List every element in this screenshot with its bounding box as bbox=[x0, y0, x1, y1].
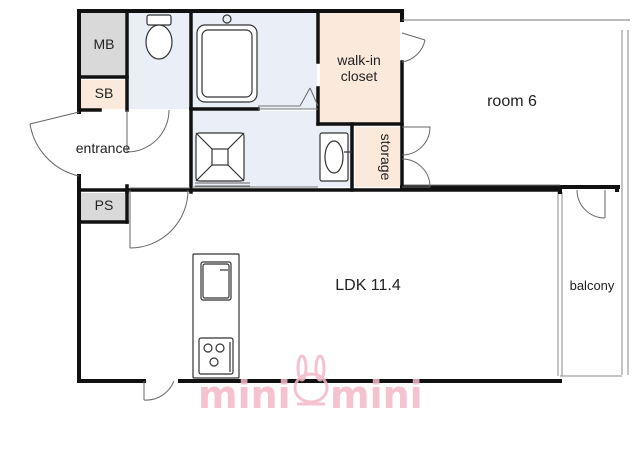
balcony-rails bbox=[557, 30, 629, 377]
storage-label: storage bbox=[378, 134, 394, 181]
watermark: mini mini bbox=[198, 354, 423, 417]
balcony-label: balcony bbox=[570, 278, 615, 293]
kitchen-counter-icon bbox=[192, 253, 240, 379]
sb-fill bbox=[81, 80, 125, 109]
washing-machine-pan-icon bbox=[195, 132, 245, 182]
mb-fill bbox=[81, 13, 125, 76]
wash-basin-icon bbox=[319, 132, 352, 182]
mb-label: MB bbox=[94, 36, 115, 52]
toilet-icon bbox=[145, 14, 173, 60]
sb-label: SB bbox=[95, 85, 114, 101]
walk-in-closet-label-line1: walk-in bbox=[336, 52, 381, 68]
ldk-label: LDK 11.4 bbox=[335, 277, 401, 294]
bathtub-icon bbox=[196, 14, 258, 103]
room-6-label: room 6 bbox=[487, 93, 537, 110]
walk-in-closet-fill bbox=[320, 13, 400, 123]
storage-fill bbox=[355, 127, 400, 187]
rabbit-logo-icon bbox=[293, 354, 329, 406]
doors bbox=[29, 32, 431, 401]
walk-in-closet-label-line2: closet bbox=[341, 68, 378, 84]
watermark-right-word: mini bbox=[330, 373, 423, 417]
watermark-left-word: mini bbox=[198, 373, 291, 417]
balcony-door bbox=[576, 189, 606, 219]
walls bbox=[77, 9, 620, 383]
entrance-label: entrance bbox=[76, 140, 131, 156]
ps-label: PS bbox=[95, 197, 114, 213]
ps-fill bbox=[81, 193, 125, 221]
